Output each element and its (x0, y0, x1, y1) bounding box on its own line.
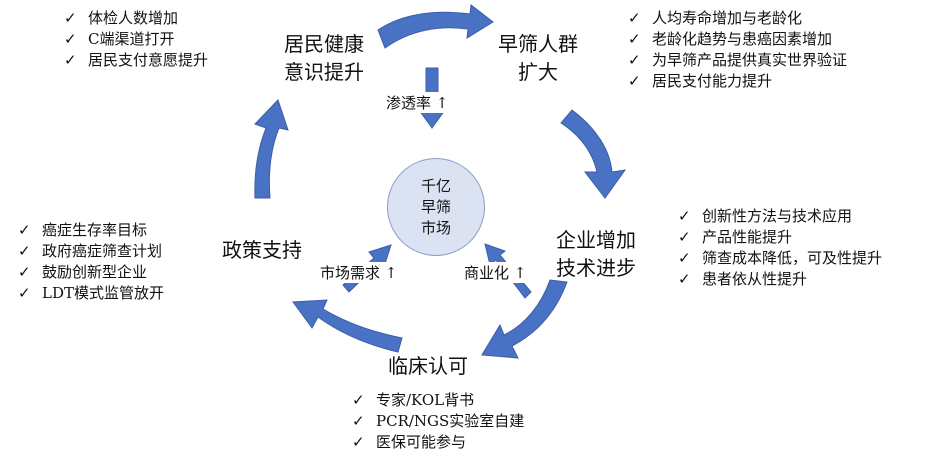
list-item: ✓ 老龄化趋势与患癌因素增加 (626, 29, 847, 50)
list-item: ✓ 为早筛产品提供真实世界验证 (626, 50, 847, 71)
label-market-demand: 市场需求 ↑ (318, 262, 400, 283)
list-item-text: 为早筛产品提供真实世界验证 (652, 51, 848, 69)
arrow-awareness-to-population (377, 4, 494, 49)
arrow-policy-to-awareness (254, 99, 289, 199)
list-item: ✓ 专家/KOL背书 (350, 390, 524, 411)
node-health-awareness-line2: 意识提升 (284, 60, 364, 84)
check-icon: ✓ (628, 72, 641, 90)
check-icon: ✓ (18, 284, 31, 302)
list-item-text: C端渠道打开 (88, 30, 175, 48)
check-icon: ✓ (18, 242, 31, 260)
arrow-clinical-to-policy (292, 299, 403, 353)
list-item: ✓ 筛查成本降低，可及性提升 (676, 248, 914, 269)
center-line-2: 早筛 (420, 197, 451, 216)
check-icon: ✓ (628, 51, 641, 69)
node-clinical-line1: 临床认可 (388, 354, 468, 378)
list-tech-progress: ✓ 创新性方法与技术应用 ✓ 产品性能提升 ✓ 筛查成本降低，可及性提升 ✓ 患者依从性… (676, 206, 914, 290)
list-item: ✓ 人均寿命增加与老龄化 (626, 8, 847, 29)
list-item: ✓ 居民支付意愿提升 (62, 50, 208, 71)
list-item-text: 政府癌症筛查计划 (42, 242, 163, 260)
list-item: ✓ 产品性能提升 (676, 227, 914, 248)
list-item-text: 癌症生存率目标 (42, 221, 148, 239)
check-icon: ✓ (628, 30, 641, 48)
check-icon: ✓ (678, 228, 691, 246)
node-tech-progress-line2: 技术进步 (556, 256, 636, 280)
list-item-text: 体检人数增加 (88, 9, 179, 27)
center-line-3: 市场 (420, 218, 451, 237)
list-item-text: 鼓励创新型企业 (42, 263, 148, 281)
check-icon: ✓ (352, 391, 365, 409)
list-item-text: 居民支付能力提升 (652, 72, 773, 90)
node-population-line1: 早筛人群 (498, 32, 578, 56)
node-population-line2: 扩大 (518, 60, 558, 84)
node-clinical: 临床认可 (388, 352, 468, 380)
check-icon: ✓ (352, 412, 365, 430)
label-penetration: 渗透率 ↑ (384, 92, 451, 113)
list-health-awareness: ✓ 体检人数增加 ✓ C端渠道打开 ✓ 居民支付意愿提升 (62, 8, 208, 71)
check-icon: ✓ (678, 207, 691, 225)
node-population: 早筛人群 扩大 (498, 30, 578, 86)
list-item-text: LDT模式监管放开 (42, 284, 164, 302)
list-item-text: 人均寿命增加与老龄化 (652, 9, 803, 27)
list-item: ✓ 体检人数增加 (62, 8, 208, 29)
list-item: ✓ 医保可能参与 (350, 432, 524, 453)
center-market-circle: 千亿 早筛 市场 (387, 158, 485, 256)
list-item: ✓ 患者依从性提升 (676, 269, 914, 290)
list-item: ✓ C端渠道打开 (62, 29, 208, 50)
list-item: ✓ 政府癌症筛查计划 (16, 241, 164, 262)
list-item-text: 居民支付意愿提升 (88, 51, 209, 69)
list-item: ✓ 鼓励创新型企业 (16, 262, 164, 283)
arrow-tech-to-clinical (481, 279, 568, 359)
check-icon: ✓ (678, 270, 691, 288)
list-item: ✓ 创新性方法与技术应用 (676, 206, 914, 227)
list-policy: ✓ 癌症生存率目标 ✓ 政府癌症筛查计划 ✓ 鼓励创新型企业 ✓ LDT模式监管放开 (16, 220, 164, 304)
node-health-awareness-line1: 居民健康 (284, 32, 364, 56)
list-item-text: 老龄化趋势与患癌因素增加 (652, 30, 833, 48)
list-item-text: 创新性方法与技术应用 (702, 207, 853, 225)
check-icon: ✓ (64, 9, 77, 27)
list-population: ✓ 人均寿命增加与老龄化 ✓ 老龄化趋势与患癌因素增加 ✓ 为早筛产品提供真实世界验证… (626, 8, 847, 92)
arrow-population-to-tech (560, 109, 627, 199)
list-item-text: 产品性能提升 (702, 228, 793, 246)
center-line-1: 千亿 (420, 176, 451, 195)
list-item-text: 专家/KOL背书 (376, 391, 475, 409)
check-icon: ✓ (628, 9, 641, 27)
node-health-awareness: 居民健康 意识提升 (284, 30, 364, 86)
node-tech-progress-line1: 企业增加 (556, 228, 636, 252)
node-policy: 政策支持 (222, 236, 302, 264)
check-icon: ✓ (18, 221, 31, 239)
check-icon: ✓ (64, 30, 77, 48)
check-icon: ✓ (64, 51, 77, 69)
list-item: ✓ 居民支付能力提升 (626, 71, 847, 92)
list-item-text: 患者依从性提升 (702, 270, 808, 288)
list-item-text: 医保可能参与 (376, 433, 467, 451)
label-commercialization: 商业化 ↑ (462, 262, 529, 283)
list-item: ✓ LDT模式监管放开 (16, 283, 164, 304)
list-item: ✓ PCR/NGS实验室自建 (350, 411, 524, 432)
check-icon: ✓ (678, 249, 691, 267)
list-item-text: PCR/NGS实验室自建 (376, 412, 525, 430)
check-icon: ✓ (352, 433, 365, 451)
list-item-text: 筛查成本降低，可及性提升 (702, 249, 883, 267)
node-tech-progress: 企业增加 技术进步 (556, 226, 636, 282)
list-item: ✓ 癌症生存率目标 (16, 220, 164, 241)
node-policy-line1: 政策支持 (222, 238, 302, 262)
list-clinical: ✓ 专家/KOL背书 ✓ PCR/NGS实验室自建 ✓ 医保可能参与 (350, 390, 524, 453)
check-icon: ✓ (18, 263, 31, 281)
